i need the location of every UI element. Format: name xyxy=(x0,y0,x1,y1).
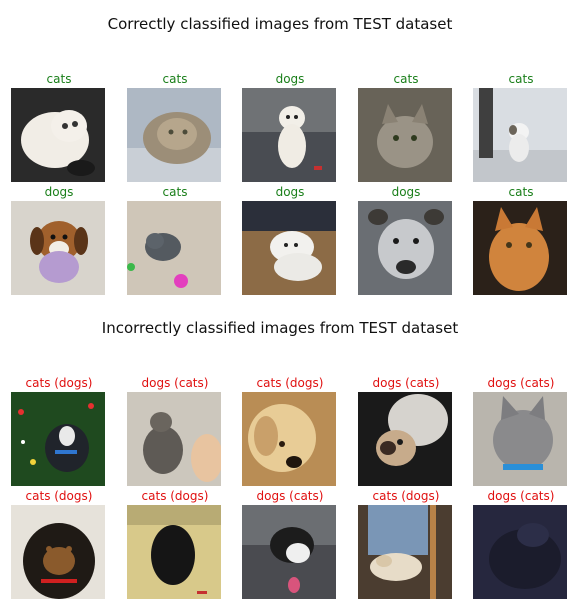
predicted-label: cats xyxy=(46,72,72,86)
pet-photo xyxy=(127,88,221,182)
pet-photo xyxy=(127,505,221,599)
predicted-label: cats xyxy=(508,185,534,199)
pet-photo xyxy=(473,88,567,182)
correct-cell-6: dogs xyxy=(11,185,107,295)
predicted-label: dogs xyxy=(275,72,305,86)
pet-photo xyxy=(473,392,567,486)
predicted-label: dogs (cats) xyxy=(487,489,555,503)
correct-cell-2: cats xyxy=(127,72,223,182)
incorrect-cell-1: cats (dogs) xyxy=(11,376,107,486)
pet-photo xyxy=(11,392,105,486)
pet-photo xyxy=(242,392,336,486)
predicted-label: cats (dogs) xyxy=(25,376,93,390)
correct-cell-8: dogs xyxy=(242,185,338,295)
predicted-label: cats (dogs) xyxy=(25,489,93,503)
correct-cell-5: cats xyxy=(473,72,569,182)
pet-photo xyxy=(358,505,452,599)
correct-cell-4: cats xyxy=(358,72,454,182)
incorrect-cell-4: dogs (cats) xyxy=(358,376,454,486)
pet-photo xyxy=(473,505,567,599)
predicted-label: cats (dogs) xyxy=(256,376,324,390)
predicted-label: dogs xyxy=(391,185,421,199)
predicted-label: dogs (cats) xyxy=(141,376,209,390)
predicted-label: cats xyxy=(393,72,419,86)
predicted-label: dogs (cats) xyxy=(256,489,324,503)
predicted-label: cats (dogs) xyxy=(141,489,209,503)
pet-photo xyxy=(242,505,336,599)
incorrect-cell-3: cats (dogs) xyxy=(242,376,338,486)
incorrect-cell-6: cats (dogs) xyxy=(11,489,107,599)
pet-photo xyxy=(242,201,336,295)
pet-photo xyxy=(127,392,221,486)
predicted-label: cats xyxy=(508,72,534,86)
correct-section-title: Correctly classified images from TEST da… xyxy=(107,15,453,33)
pet-photo xyxy=(358,392,452,486)
pet-photo xyxy=(473,201,567,295)
correct-cell-1: cats xyxy=(11,72,107,182)
pet-photo xyxy=(358,88,452,182)
correct-cell-7: cats xyxy=(127,185,223,295)
incorrect-cell-5: dogs (cats) xyxy=(473,376,569,486)
incorrect-cell-10: dogs (cats) xyxy=(473,489,569,599)
incorrect-section-title: Incorrectly classified images from TEST … xyxy=(101,319,459,337)
pet-photo xyxy=(11,201,105,295)
predicted-label: cats xyxy=(162,185,188,199)
correct-cell-9: dogs xyxy=(358,185,454,295)
incorrect-cell-7: cats (dogs) xyxy=(127,489,223,599)
predicted-label: dogs (cats) xyxy=(372,376,440,390)
correct-cell-3: dogs xyxy=(242,72,338,182)
predicted-label: dogs xyxy=(275,185,305,199)
predicted-label: cats (dogs) xyxy=(372,489,440,503)
correct-cell-10: cats xyxy=(473,185,569,295)
pet-photo xyxy=(11,505,105,599)
predicted-label: dogs xyxy=(44,185,74,199)
incorrect-cell-8: dogs (cats) xyxy=(242,489,338,599)
predicted-label: dogs (cats) xyxy=(487,376,555,390)
incorrect-cell-9: cats (dogs) xyxy=(358,489,454,599)
pet-photo xyxy=(11,88,105,182)
pet-photo xyxy=(242,88,336,182)
incorrect-cell-2: dogs (cats) xyxy=(127,376,223,486)
predicted-label: cats xyxy=(162,72,188,86)
pet-photo xyxy=(358,201,452,295)
pet-photo xyxy=(127,201,221,295)
